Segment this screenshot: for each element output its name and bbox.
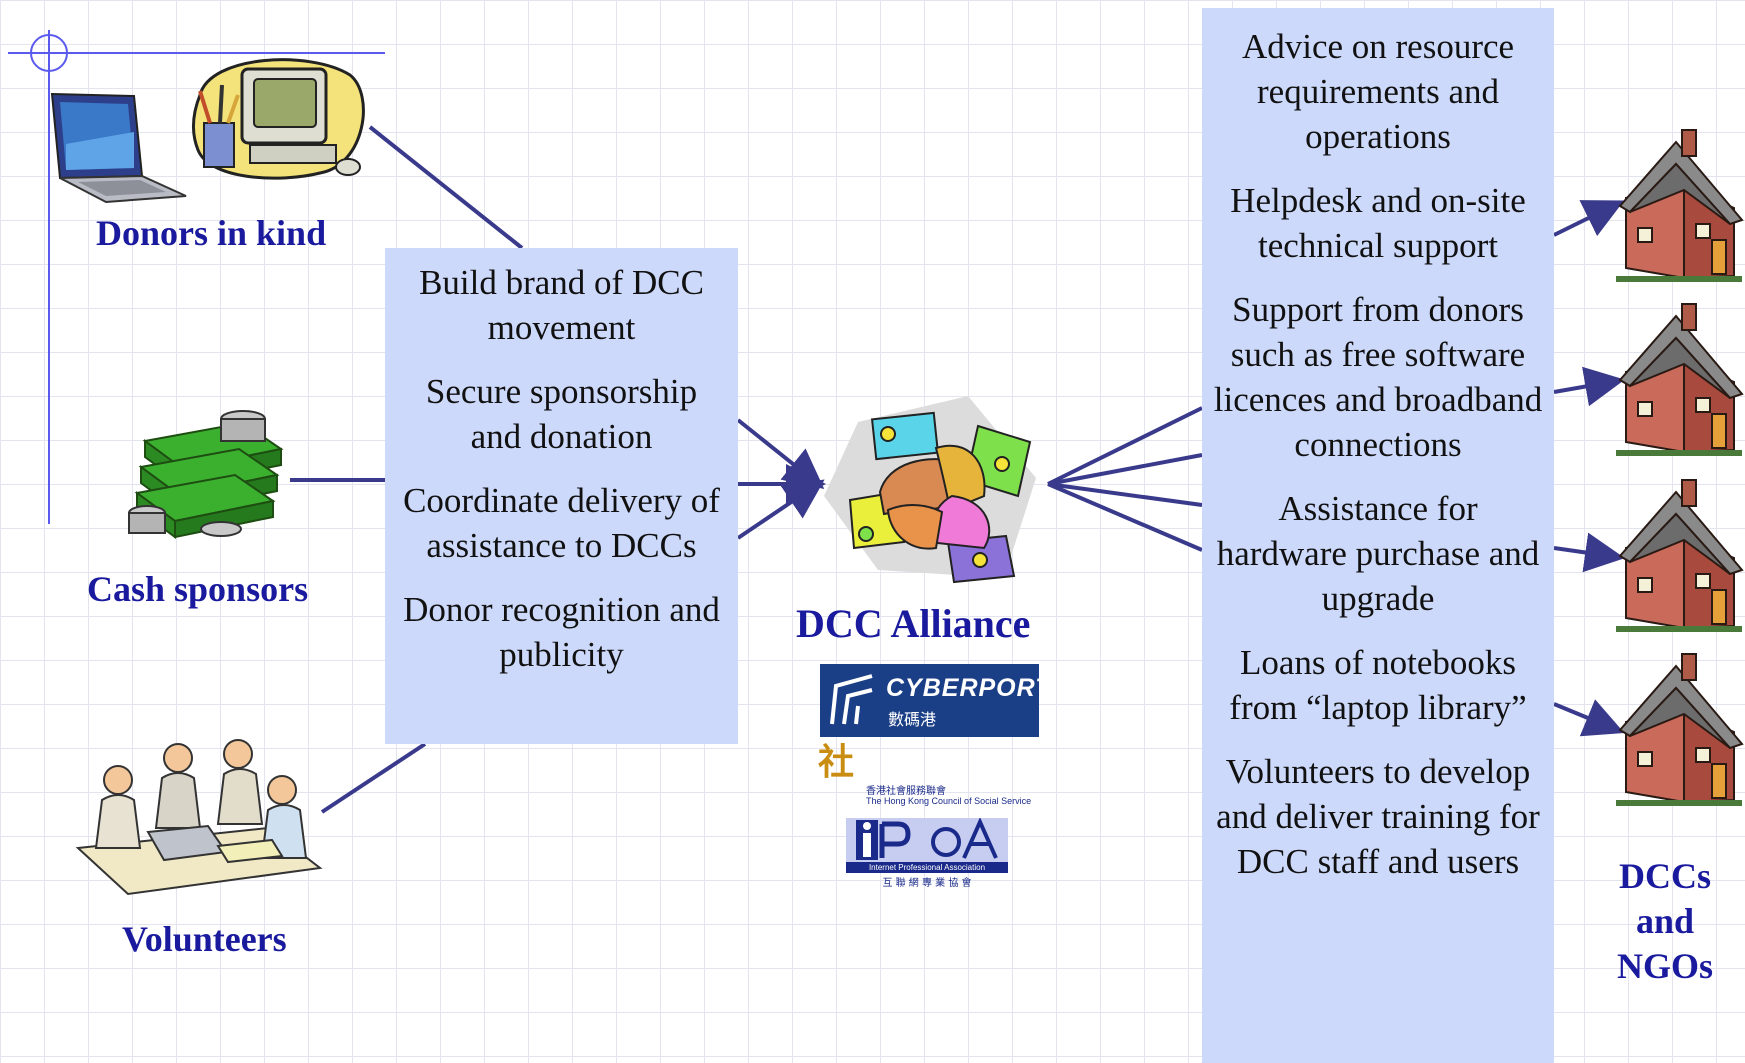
ipro-name: Internet Professional Association [846,862,1008,873]
cyberport-logo: CYBERPORT 數碼港 [820,664,1051,737]
connector-panel-top [736,418,825,489]
connector-house-2 [1553,366,1625,407]
joined-hands-icon [824,396,1036,584]
cash-stack-icon [128,410,284,539]
assistance-item: Volunteers to develop and deliver traini… [1216,752,1540,881]
ipro-mark-icon [846,818,1008,862]
assistance-item: Support from donors such as free softwar… [1213,290,1543,464]
alliance-roles-panel: Build brand of DCC movement Secure spons… [385,248,738,744]
connector-alliance-1 [1047,406,1203,486]
assistance-panel: Advice on resource requirements and oper… [1202,8,1554,1063]
connector-panel-bottom [736,479,825,540]
house-icon [1615,653,1743,807]
assistance-item: Advice on resource requirements and oper… [1241,27,1515,156]
assistance-item: Helpdesk and on-site technical support [1230,181,1526,265]
target-line-2: and [1635,901,1695,941]
assistance-item: Loans of notebooks from “laptop library” [1229,643,1527,727]
house-icon [1615,479,1743,633]
assistance-item: Assistance for hardware purchase and upg… [1216,489,1540,618]
target-line-1: DCCs [1618,856,1711,896]
hkcss-chinese-name: 香港社會服務聯會 [866,786,946,797]
house-icon [1615,303,1743,457]
role-item: Donor recognition and publicity [403,590,720,674]
label-cash-sponsors: Cash sponsors [87,569,309,609]
hkcss-mark: 社 [818,741,855,783]
connector-house-4 [1553,699,1625,737]
connector-donors [368,125,524,250]
laptop-icon [50,92,187,204]
label-donors-in-kind: Donors in kind [96,213,327,253]
hkcss-logo: 社 香港社會服務聯會 The Hong Kong Council of Soci… [818,742,1044,812]
connector-volunteers [320,742,427,814]
house-icon [1615,129,1743,283]
label-dccs-and-ngos: DCCs and NGOs [1610,854,1720,989]
hkcss-english-name: The Hong Kong Council of Social Service [866,796,1032,806]
cyberport-chinese-text: 數碼港 [888,710,937,729]
role-item: Build brand of DCC movement [419,263,704,347]
label-volunteers: Volunteers [122,919,287,959]
desktop-computer-icon [192,58,365,180]
alliance-title: DCC Alliance [796,601,1031,646]
cyberport-text: CYBERPORT [886,674,1052,702]
connector-alliance-2 [1047,453,1203,486]
template-decoration [8,30,385,524]
cyberport-mark-icon [830,674,873,725]
connector-alliance-4 [1047,482,1203,552]
role-item: Secure sponsorship and donation [425,372,698,456]
ipro-logo: Internet Professional Association 互 聯 網 … [846,818,1008,889]
role-item: Coordinate delivery of assistance to DCC… [403,481,720,565]
ipro-chinese-name: 互 聯 網 專 業 協 會 [882,878,972,889]
volunteers-group-icon [75,739,323,896]
connector-house-3 [1553,532,1625,573]
connector-alliance-3 [1047,482,1203,507]
connector-house-1 [1553,200,1625,237]
target-line-3: NGOs [1616,946,1713,986]
